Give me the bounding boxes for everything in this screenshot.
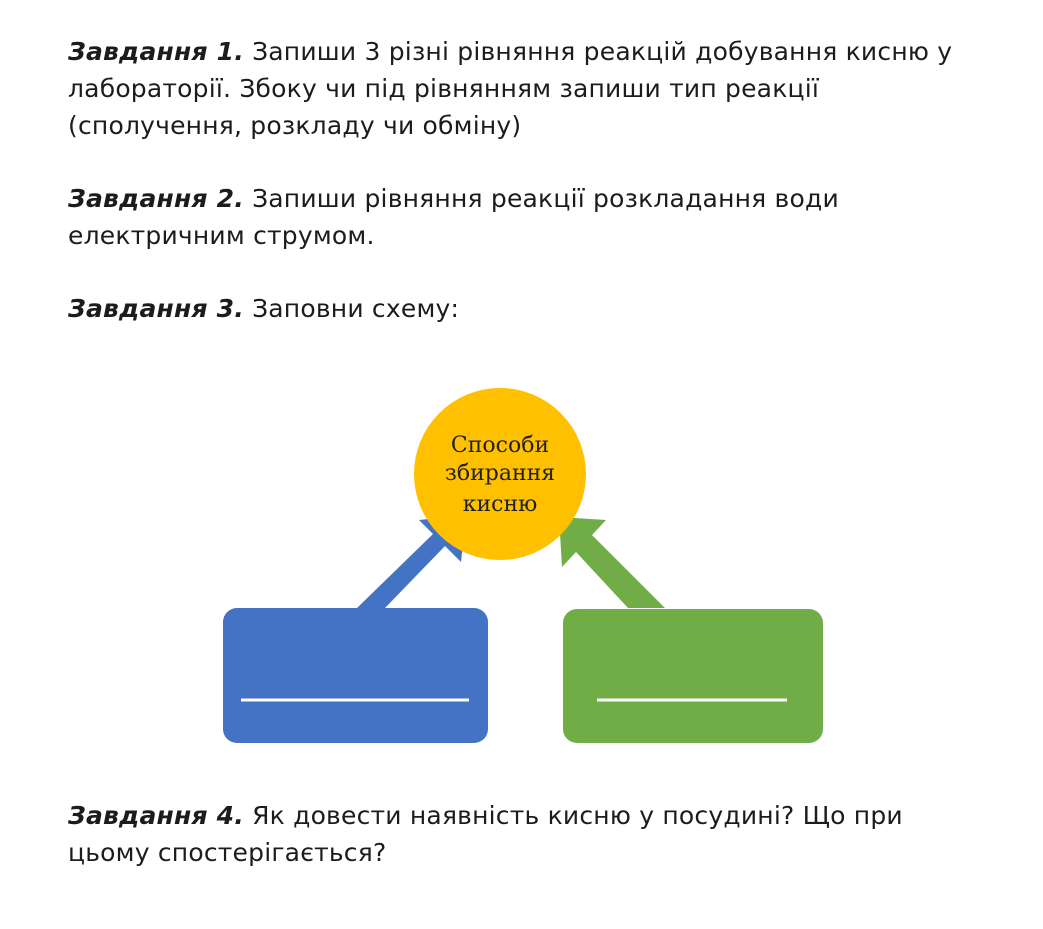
center-label-line-3: кисню bbox=[463, 492, 538, 517]
task-3-text: Заповни схему: bbox=[252, 294, 460, 323]
left-answer-box[interactable] bbox=[223, 608, 488, 743]
task-4-title: Завдання 4. bbox=[68, 801, 244, 830]
center-label-line-2: збирання bbox=[445, 461, 555, 486]
center-circle bbox=[414, 388, 586, 560]
right-answer-box[interactable] bbox=[563, 609, 823, 743]
task-3-title: Завдання 3. bbox=[68, 294, 244, 323]
task-2: Завдання 2. Запиши рівняння реакції розк… bbox=[68, 180, 968, 254]
task-1: Завдання 1. Запиши 3 різні рівняння реак… bbox=[68, 33, 968, 144]
task-2-title: Завдання 2. bbox=[68, 184, 244, 213]
task-4-text: Як довести наявність кисню у посудині? Щ… bbox=[68, 801, 903, 867]
task-2-text: Запиши рівняння реакції розкладання води… bbox=[68, 184, 839, 250]
center-label-line-1: Способи bbox=[451, 433, 549, 458]
task-4: Завдання 4. Як довести наявність кисню у… bbox=[68, 797, 968, 871]
right-arrow bbox=[559, 517, 665, 608]
left-arrow bbox=[357, 515, 466, 608]
task-3: Завдання 3. Заповни схему: bbox=[68, 290, 968, 327]
task-1-text: Запиши 3 різні рівняння реакцій добуванн… bbox=[68, 37, 953, 140]
task-1-title: Завдання 1. bbox=[68, 37, 244, 66]
